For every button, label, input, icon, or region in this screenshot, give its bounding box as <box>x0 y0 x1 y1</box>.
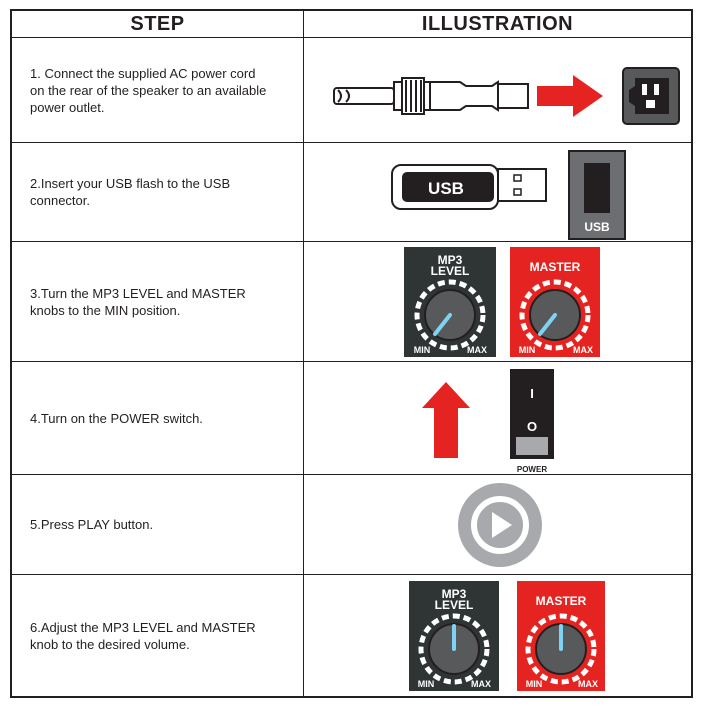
table-header: STEP ILLUSTRATION <box>12 11 691 38</box>
knob-min-label: MIN <box>418 679 435 689</box>
usb-port-label: USB <box>584 220 610 234</box>
instruction-table: STEP ILLUSTRATION 1. Connect the supplie… <box>10 9 693 698</box>
knob-min-label: MIN <box>519 345 536 355</box>
table-row: 3.Turn the MP3 LEVEL and MASTER knobs to… <box>12 242 691 362</box>
knob-max-label: MAX <box>467 345 487 355</box>
power-switch-icon: I O POWER <box>510 369 554 474</box>
table-row: 6.Adjust the MP3 LEVEL and MASTER knob t… <box>12 575 691 696</box>
usb-stick-icon: USB <box>391 164 547 210</box>
step-3-text: 3.Turn the MP3 LEVEL and MASTER knobs to… <box>30 285 246 318</box>
table-row: 4.Turn on the POWER switch. I O POWER <box>12 362 691 475</box>
arrow-right-icon <box>537 75 603 117</box>
knob-icon: MASTER MIN MAX <box>510 247 600 357</box>
table-row: 5.Press PLAY button. <box>12 475 691 575</box>
step-2-text: 2.Insert your USB flash to the USB conne… <box>30 176 231 208</box>
usb-port-icon: USB <box>568 150 626 240</box>
knob-master-title: MASTER <box>530 260 581 274</box>
ac-inlet-icon <box>622 67 680 125</box>
step-5-text: 5.Press PLAY button. <box>30 517 154 532</box>
knob-max-label: MAX <box>471 679 491 689</box>
knob-max-label: MAX <box>578 679 598 689</box>
step-1-text: 1. Connect the supplied AC power cord on… <box>30 65 267 115</box>
knob-mp3-title-line1: MP3 <box>442 587 467 601</box>
switch-label: POWER <box>517 465 547 474</box>
table-row: 2.Insert your USB flash to the USB conne… <box>12 143 691 242</box>
usb-stick-label: USB <box>428 179 464 198</box>
knob-icon: MASTER MIN MAX <box>517 581 605 691</box>
knob-mp3-title-line1: MP3 <box>438 253 463 267</box>
knob-min-label: MIN <box>414 345 431 355</box>
play-icon <box>458 483 542 567</box>
knob-master-title: MASTER <box>536 594 587 608</box>
step-4-text: 4.Turn on the POWER switch. <box>30 410 203 426</box>
switch-off-mark: O <box>527 419 537 434</box>
switch-on-mark: I <box>530 386 534 401</box>
step-6-text: 6.Adjust the MP3 LEVEL and MASTER knob t… <box>30 619 256 652</box>
power-cord-icon <box>333 77 529 115</box>
table-row: 1. Connect the supplied AC power cord on… <box>12 38 691 143</box>
knob-mp3-title-line2: LEVEL <box>435 598 474 612</box>
illustration-column-header: ILLUSTRATION <box>421 12 574 35</box>
knob-mp3-title-line2: LEVEL <box>431 264 470 278</box>
knob-icon: MP3 LEVEL MIN MAX <box>409 581 499 691</box>
knob-max-label: MAX <box>573 345 593 355</box>
arrow-up-icon <box>422 382 470 458</box>
step-column-header: STEP <box>130 12 185 35</box>
knob-min-label: MIN <box>526 679 543 689</box>
knob-icon: MP3 LEVEL MIN MAX <box>404 247 496 357</box>
